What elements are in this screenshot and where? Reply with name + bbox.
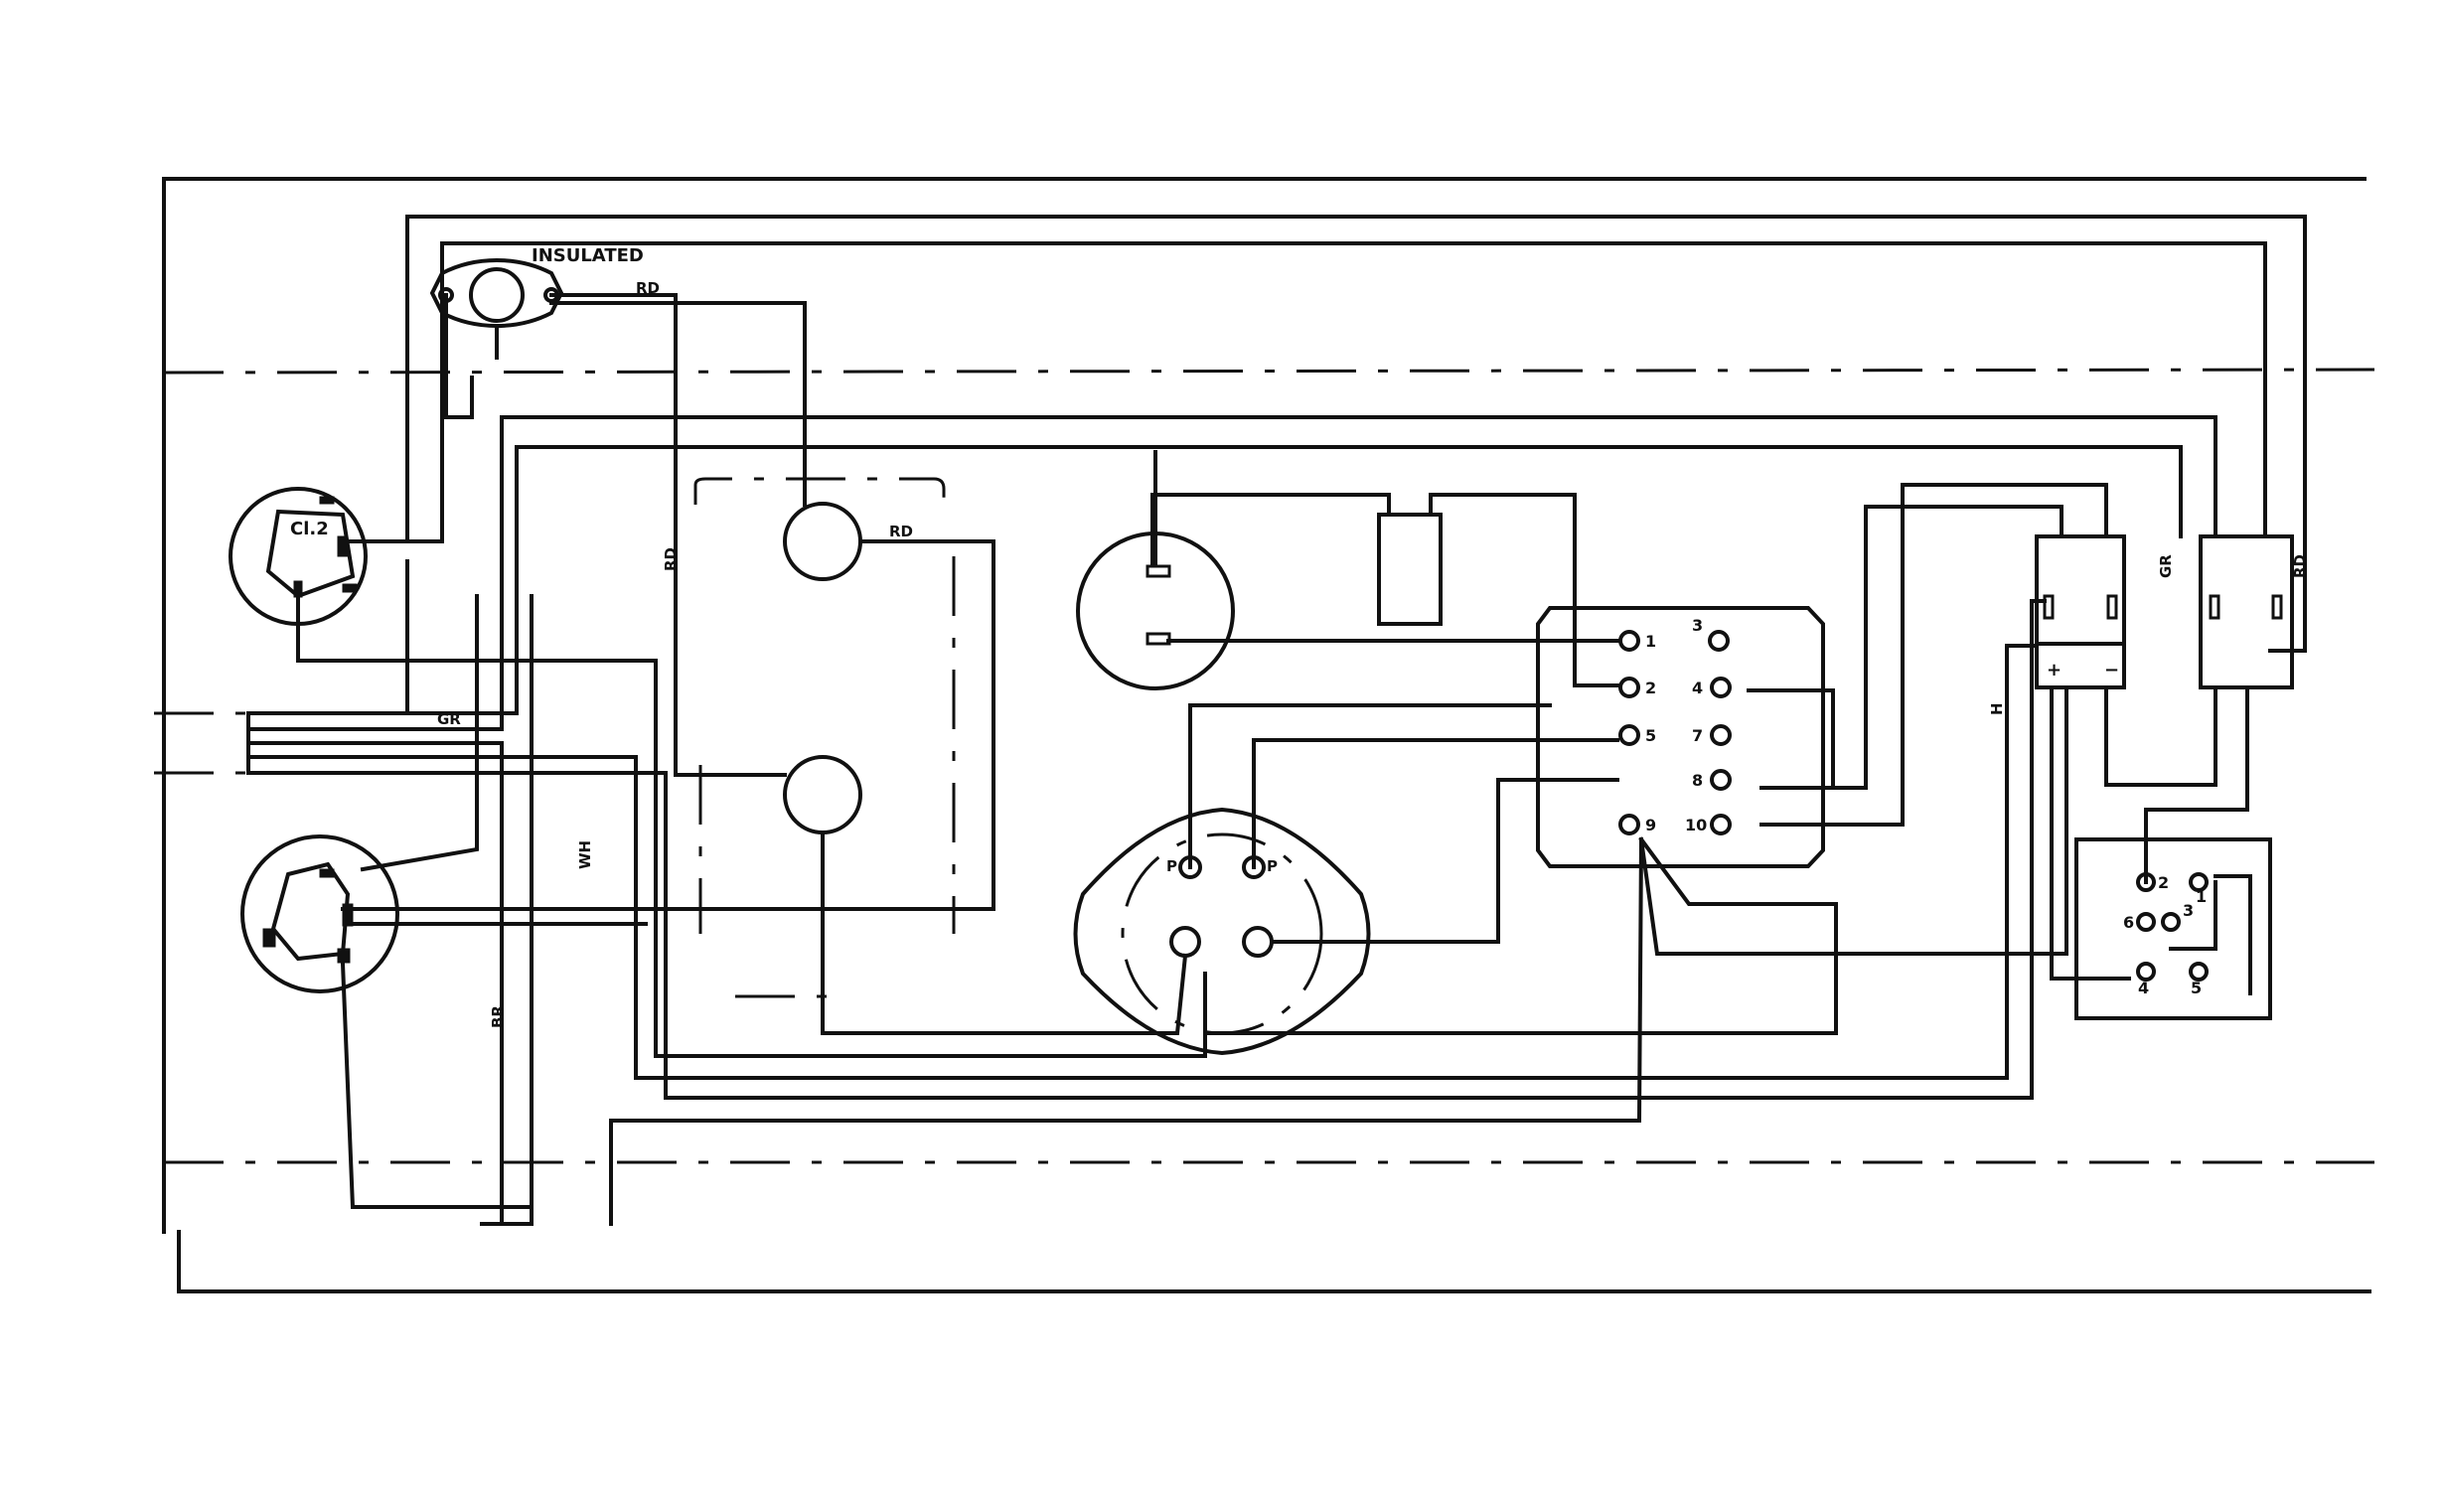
wire-code-rd-top: RD	[636, 279, 660, 297]
relay-left: + −	[2037, 536, 2124, 687]
terminal-pin-5-terminal	[1620, 726, 1638, 744]
wire-code-br: BR	[489, 1005, 507, 1028]
relay-minus-label: −	[2104, 660, 2119, 680]
switch-pin-2-label: 2	[2158, 873, 2169, 892]
connector-lower	[242, 836, 397, 991]
wire-code-rd-vertical: RD	[662, 547, 680, 571]
switch-pin-3-label: 3	[2183, 901, 2194, 920]
terminal-pin-9-label: 9	[1645, 816, 1656, 834]
connector-cl2-label: Cl.2	[290, 519, 329, 539]
terminal-pin-10-terminal	[1712, 816, 1730, 833]
terminal-pin-2-label: 2	[1645, 679, 1656, 697]
switch-pin-6-terminal	[2138, 914, 2154, 930]
terminal-pin-4-terminal	[1712, 679, 1730, 696]
terminal-pin-3-terminal	[1710, 632, 1728, 650]
terminal-pin-3-label: 3	[1692, 616, 1703, 635]
capacitor	[1379, 495, 1441, 624]
switch-pin-5-terminal	[2191, 964, 2207, 980]
wire-code-wh: WH	[576, 840, 594, 869]
octal-pin-label: P	[1166, 857, 1177, 875]
wire-code-rd-right: RD	[2291, 554, 2309, 578]
terminal-pin-5-label: 5	[1645, 726, 1656, 745]
terminal-pin-7-terminal	[1712, 726, 1730, 744]
terminal-pin-1-terminal	[1620, 632, 1638, 650]
selector-switch: 2 1 6 3 4 5	[2076, 839, 2270, 1018]
wire-code-rd-motor: RD	[889, 523, 913, 540]
terminal-pin-7-label: 7	[1692, 726, 1703, 745]
terminal-block: 1 2 3 4 5 7 8 9 10	[1538, 608, 1823, 866]
terminal-pin-9-terminal	[1620, 816, 1638, 833]
switch-pin-5-label: 5	[2191, 979, 2202, 997]
switch-pin-1-label: 1	[2196, 887, 2207, 906]
terminal-pin-8-terminal	[1712, 771, 1730, 789]
terminal-pin-8-label: 8	[1692, 771, 1703, 790]
wiring	[154, 217, 2305, 1224]
panel-frame	[164, 179, 2394, 1512]
switch-pin-4-label: 4	[2138, 979, 2149, 997]
octal-socket: P P	[1076, 810, 1369, 1053]
relay-plus-label: +	[2047, 660, 2062, 680]
switch-pin-3-terminal	[2163, 914, 2179, 930]
insulated-thermostat: INSULATED	[432, 245, 644, 326]
wire-code-h: H	[1988, 702, 2006, 715]
wire-code-labels: RD RD RD GR WH BR H GR RD	[437, 279, 2309, 1028]
terminal-pin-4-label: 4	[1692, 679, 1703, 697]
octal-pin-label: P	[1267, 857, 1278, 875]
insulated-label: INSULATED	[532, 245, 644, 266]
switch-pin-6-label: 6	[2123, 913, 2134, 932]
wire-code-gr-right: GR	[2157, 554, 2175, 578]
relay-right	[2201, 536, 2292, 687]
terminal-pin-2-terminal	[1620, 679, 1638, 696]
terminal-pin-1-label: 1	[1645, 632, 1656, 651]
wire-code-gr-left: GR	[437, 710, 461, 728]
terminal-pin-10-label: 10	[1685, 816, 1707, 834]
switch-pin-4-terminal	[2138, 964, 2154, 980]
